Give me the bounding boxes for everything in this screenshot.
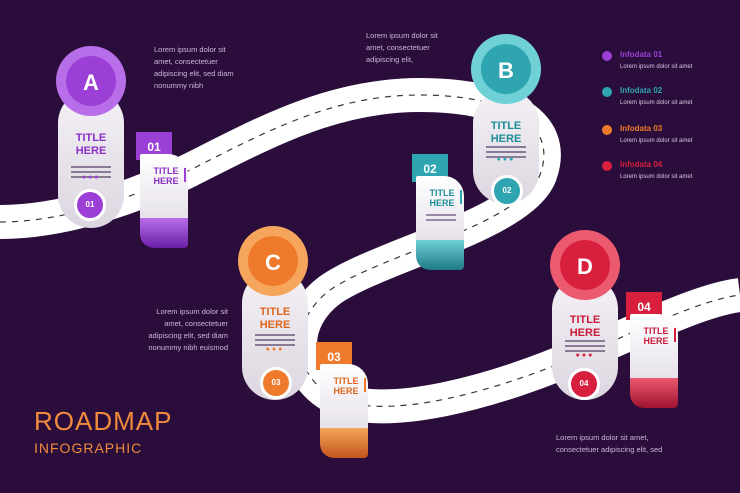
milestone-a-letter: A <box>83 70 99 95</box>
milestone-d-medal: D <box>550 230 620 300</box>
milestone-c-title: TITLE HERE <box>242 306 308 332</box>
legend-title: Infodata 02 <box>620 86 663 95</box>
banner-03-bar <box>364 378 366 392</box>
legend-text: Lorem ipsum dolor sit amet <box>620 100 693 106</box>
banner-01-title: TITLE HERE <box>144 166 188 186</box>
milestone-d-badge-number: 04 <box>579 379 589 388</box>
milestone-b-badge-number: 02 <box>502 186 512 195</box>
legend-dot <box>602 161 612 171</box>
milestone-d-title-line2: HERE <box>569 327 601 339</box>
milestone-d-title-line1: TITLE <box>569 314 601 326</box>
note-middle-left: Lorem ipsum dolor sit amet, consectetuer… <box>148 307 228 352</box>
banner-03: 03 TITLE HERE <box>316 342 368 462</box>
banner-03-title: TITLE HERE <box>324 376 368 396</box>
milestone-a-title-line1: TITLE <box>75 132 107 144</box>
banner-02-text-lines <box>426 214 456 224</box>
milestone-c-badge: 03 <box>260 367 292 399</box>
milestone-c-letter: C <box>265 250 281 275</box>
banner-02-tail <box>416 240 464 270</box>
milestone-b-title: TITLE HERE <box>473 120 539 146</box>
milestone-b-title-line2: HERE <box>490 133 522 145</box>
legend-title: Infodata 03 <box>620 124 663 133</box>
milestone-a-badge: 01 <box>74 189 106 221</box>
milestone-d-letter: D <box>577 254 593 279</box>
milestone-d-medal-inner: D <box>560 240 610 290</box>
milestone-d-badge: 04 <box>568 368 600 400</box>
banner-04-bar <box>674 328 676 342</box>
milestone-b-medal: B <box>471 34 541 104</box>
banner-01-title-line1: TITLE <box>153 166 179 176</box>
banner-01: 01 TITLE HERE <box>136 132 188 252</box>
banner-01-bar <box>184 168 186 182</box>
milestone-c-medal-inner: C <box>248 236 298 286</box>
milestone-c-dots: ●●● <box>265 346 285 353</box>
milestone-c-medal: C <box>238 226 308 296</box>
banner-04-title-line2: HERE <box>643 336 669 346</box>
milestone-a-dots: ●●● <box>81 174 101 181</box>
note-top-left: Lorem ipsum dolor sit amet, consectetuer… <box>154 45 234 90</box>
milestone-d-dots: ●●● <box>575 352 595 359</box>
milestone-a-medal: A <box>56 46 126 116</box>
banner-04: 04 TITLE HERE <box>626 292 678 412</box>
banner-01-tail <box>140 218 188 248</box>
banner-02-bar <box>460 190 462 204</box>
legend-text: Lorem ipsum dolor sit amet <box>620 64 693 70</box>
milestone-c-title-line1: TITLE <box>259 306 291 318</box>
banner-04-title-line1: TITLE <box>643 326 669 336</box>
banner-03-title-line1: TITLE <box>333 376 359 386</box>
banner-02-title-line1: TITLE <box>429 188 455 198</box>
milestone-a-title-line2: HERE <box>75 145 107 157</box>
banner-02-number: 02 <box>423 162 437 176</box>
milestone-a-title: TITLE HERE <box>58 132 124 158</box>
legend-text: Lorem ipsum dolor sit amet <box>620 138 693 144</box>
milestone-a-text-lines <box>71 166 111 181</box>
banner-02-title: TITLE HERE <box>420 188 464 208</box>
banner-02: 02 TITLE HERE <box>412 154 464 274</box>
legend-dot <box>602 51 612 61</box>
milestone-d-title: TITLE HERE <box>552 314 618 340</box>
milestone-c-text-lines <box>255 334 295 349</box>
milestone-b-text-lines <box>486 146 526 161</box>
banner-04-number: 04 <box>637 300 651 314</box>
milestone-a-badge-number: 01 <box>85 200 95 209</box>
banner-04-body: TITLE HERE <box>630 314 678 384</box>
banner-03-body: TITLE HERE <box>320 364 368 434</box>
milestone-b-medal-inner: B <box>481 44 531 94</box>
legend-text: Lorem ipsum dolor sit amet <box>620 174 693 180</box>
banner-03-title-line2: HERE <box>333 386 359 396</box>
milestone-b-letter: B <box>498 58 514 83</box>
banner-03-number: 03 <box>327 350 341 364</box>
legend-dot <box>602 87 612 97</box>
legend-title: Infodata 04 <box>620 160 663 169</box>
note-bottom-right: Lorem ipsum dolor sit amet, consectetuer… <box>556 433 663 454</box>
banner-02-title-line2: HERE <box>429 198 455 208</box>
banner-04-tail <box>630 378 678 408</box>
milestone-b-title-line1: TITLE <box>490 120 522 132</box>
legend-dot <box>602 125 612 135</box>
legend-title: Infodata 01 <box>620 50 663 59</box>
banner-01-title-line2: HERE <box>153 176 179 186</box>
banner-04-title: TITLE HERE <box>634 326 678 346</box>
note-top-center: Lorem ipsum dolor sit amet, consectetuer… <box>366 31 438 64</box>
milestone-c-title-line2: HERE <box>259 319 291 331</box>
roadmap-heading: ROADMAP <box>34 406 173 436</box>
milestone-c-badge-number: 03 <box>271 378 281 387</box>
milestone-a-medal-inner: A <box>66 56 116 106</box>
milestone-b-badge: 02 <box>491 175 523 207</box>
banner-02-body: TITLE HERE <box>416 176 464 246</box>
banner-01-number: 01 <box>147 140 161 154</box>
milestone-d-text-lines <box>565 340 605 355</box>
banner-03-tail <box>320 428 368 458</box>
milestone-b-dots: ●●● <box>496 156 516 163</box>
infographic-subheading: INFOGRAPHIC <box>34 440 143 456</box>
banner-01-body: TITLE HERE <box>140 154 188 224</box>
